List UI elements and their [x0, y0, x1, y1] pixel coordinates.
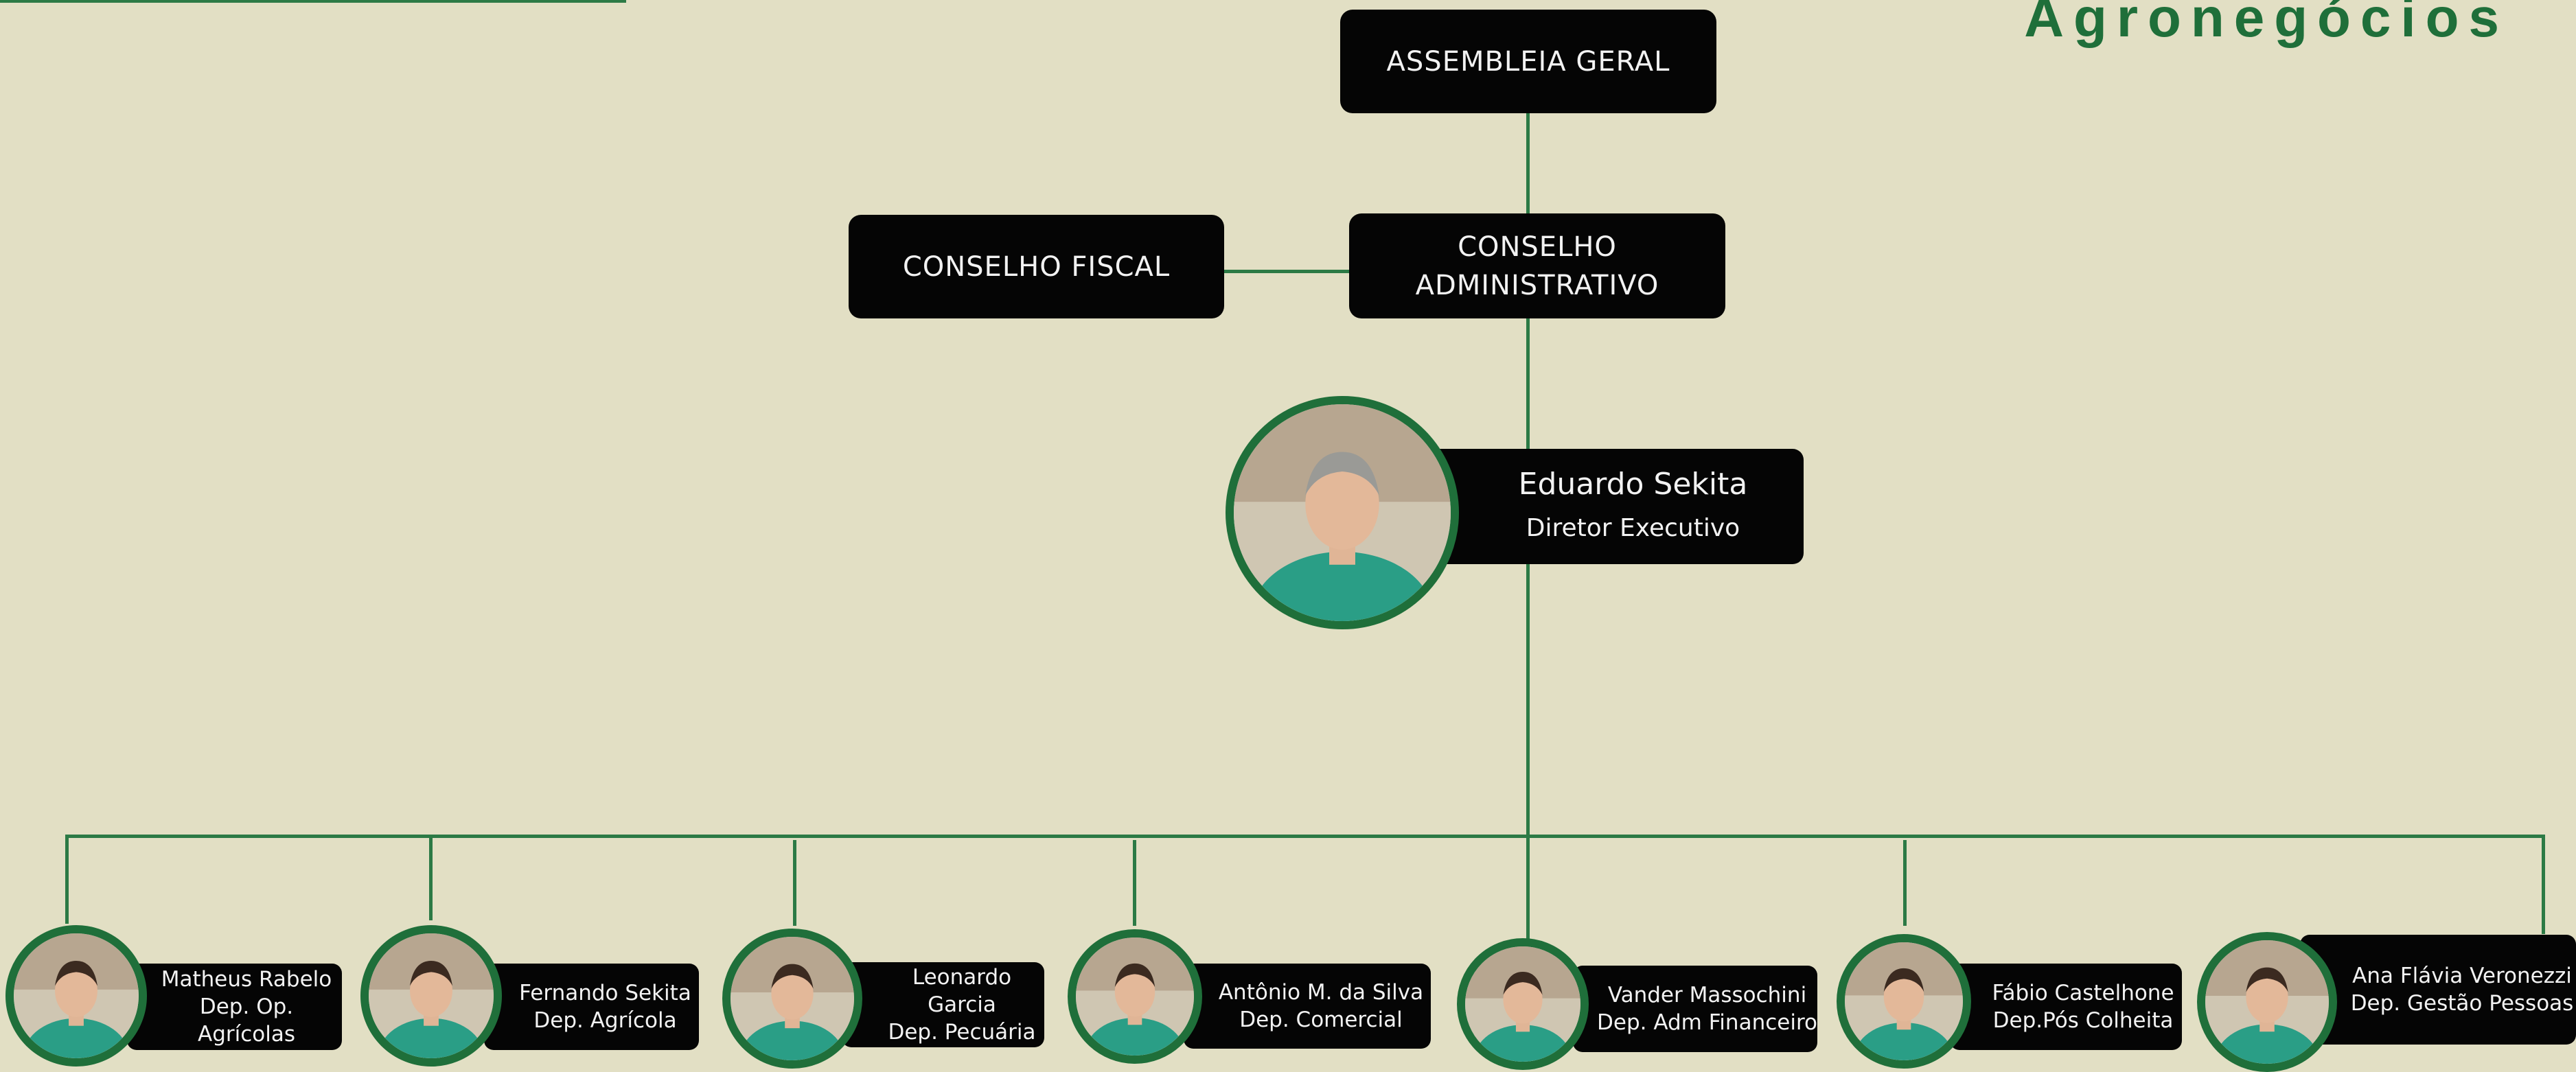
- conselho-administrativo-box: CONSELHO ADMINISTRATIVO: [1349, 213, 1725, 318]
- dept-photo-3: [722, 929, 862, 1069]
- dept-person-name-5: Vander Massochini: [1607, 983, 1807, 1007]
- dept-person-name-6: Fábio Castelhone: [1992, 981, 2174, 1005]
- dept-label-2: Fernando Sekita Dep. Agrícola: [484, 964, 699, 1050]
- person-photo-icon: [731, 937, 854, 1060]
- dept-label-4: Antônio M. da Silva Dep. Comercial: [1184, 964, 1431, 1049]
- dept-label-1: Matheus Rabelo Dep. Op. Agrícolas: [127, 964, 342, 1050]
- person-photo-icon: [2205, 940, 2329, 1064]
- conselho-administrativo-line1: CONSELHO: [1458, 231, 1617, 263]
- dept-person-name-7: Ana Flávia Veronezzi: [2352, 964, 2572, 988]
- dept-person-name-4: Antônio M. da Silva: [1218, 980, 1424, 1005]
- person-photo-icon: [1234, 404, 1451, 621]
- person-photo-icon: [1076, 937, 1194, 1056]
- person-photo-icon: [369, 933, 494, 1058]
- connector-drop-3: [793, 840, 796, 926]
- connector-assembleia-admin: [1526, 112, 1530, 215]
- top-accent-line: [0, 0, 626, 3]
- connector-drop-4: [1133, 840, 1136, 926]
- dept-name-5: Dep. Adm Financeiro: [1597, 1010, 1817, 1035]
- dept-name-3: Dep. Pecuária: [888, 1020, 1036, 1045]
- assembleia-geral-box: ASSEMBLEIA GERAL: [1340, 10, 1716, 113]
- dept-photo-5: [1457, 938, 1589, 1070]
- dept-photo-2: [360, 925, 502, 1067]
- executive-name: Eduardo Sekita: [1518, 467, 1748, 502]
- dept-name-7: Dep. Gestão Pessoas: [2350, 991, 2574, 1016]
- connector-drop-5: [1526, 835, 1530, 944]
- connector-admin-exec: [1526, 318, 1530, 450]
- dept-label-6: Fábio Castelhone Dep.Pós Colheita: [1950, 964, 2182, 1050]
- dept-person-name-1: Matheus Rabelo: [161, 967, 332, 992]
- executive-role: Diretor Executivo: [1526, 514, 1740, 542]
- connector-drop-2: [429, 835, 433, 920]
- person-photo-icon: [14, 933, 139, 1058]
- person-photo-icon: [1845, 942, 1963, 1060]
- dept-photo-6: [1837, 934, 1971, 1069]
- conselho-fiscal-box: CONSELHO FISCAL: [849, 215, 1224, 318]
- connector-drop-1: [65, 835, 69, 924]
- dept-photo-4: [1068, 929, 1202, 1064]
- conselho-fiscal-label: CONSELHO FISCAL: [902, 250, 1171, 283]
- dept-name-1: Dep. Op. Agrícolas: [197, 994, 295, 1047]
- dept-person-name-3: Leonardo Garcia: [912, 965, 1012, 1017]
- connector-drop-6: [1903, 840, 1907, 926]
- person-photo-icon: [1465, 946, 1580, 1062]
- connector-exec-bus: [1526, 564, 1530, 838]
- dept-label-3: Leonardo Garcia Dep. Pecuária: [842, 962, 1044, 1047]
- dept-photo-7: [2197, 932, 2337, 1072]
- dept-person-name-2: Fernando Sekita: [519, 981, 691, 1005]
- executive-photo: [1226, 396, 1459, 629]
- dept-name-6: Dep.Pós Colheita: [1992, 1008, 2174, 1033]
- assembleia-geral-label: ASSEMBLEIA GERAL: [1386, 45, 1670, 78]
- dept-label-5: Vander Massochini Dep. Adm Financeiro: [1573, 966, 1817, 1052]
- dept-name-4: Dep. Comercial: [1239, 1007, 1403, 1032]
- executive-label: Eduardo Sekita Diretor Executivo: [1421, 449, 1804, 564]
- connector-bus-horizontal: [65, 835, 2545, 838]
- brand-logo-text: Agronegócios: [2024, 0, 2509, 48]
- dept-photo-1: [5, 925, 147, 1067]
- dept-label-7: Ana Flávia Veronezzi Dep. Gestão Pessoas: [2300, 935, 2576, 1045]
- dept-name-2: Dep. Agrícola: [533, 1008, 677, 1033]
- connector-drop-7: [2542, 835, 2545, 934]
- conselho-administrativo-line2: ADMINISTRATIVO: [1415, 269, 1659, 301]
- connector-fiscal-admin: [1223, 270, 1349, 273]
